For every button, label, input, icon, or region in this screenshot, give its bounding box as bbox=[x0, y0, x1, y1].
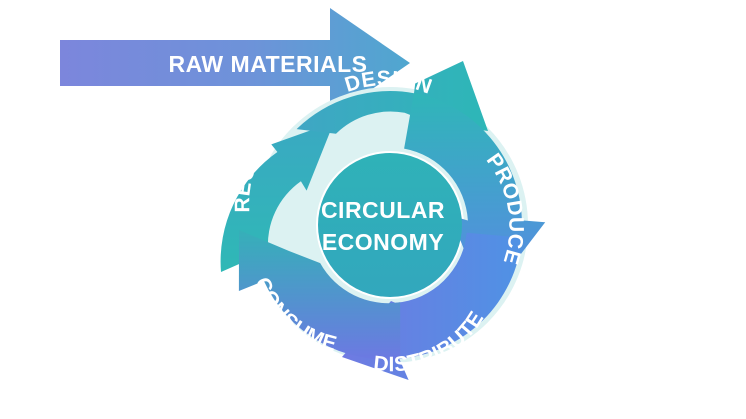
center-label-line2: ECONOMY bbox=[322, 229, 444, 255]
center-label-line1: CIRCULAR bbox=[321, 197, 445, 223]
consume-arrow bbox=[238, 230, 401, 360]
raw-materials-label: RAW MATERIALS bbox=[168, 51, 367, 77]
raw-materials-arrow bbox=[60, 8, 410, 118]
center-circle bbox=[318, 153, 462, 297]
